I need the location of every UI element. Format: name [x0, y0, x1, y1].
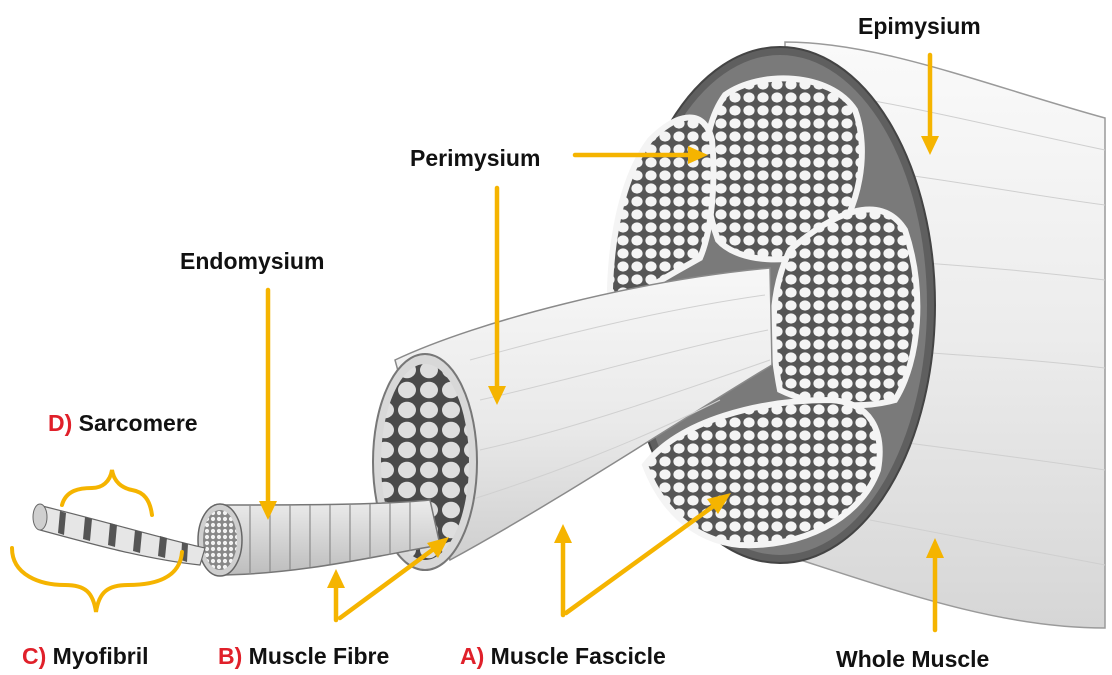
perimysium-label: Perimysium: [410, 147, 540, 170]
sarcomere-label: D) Sarcomere: [48, 412, 198, 435]
muscle-fibre-label: B) Muscle Fibre: [218, 645, 389, 668]
sarcomere-letter: D): [48, 410, 72, 436]
endomysium-arrow: [259, 290, 277, 520]
myofibril-label: C) Myofibril: [22, 645, 149, 668]
muscle-fascicle-label: A) Muscle Fascicle: [460, 645, 666, 668]
muscle-fascicle-text: Muscle Fascicle: [491, 643, 666, 669]
sarcomere-bracket: [62, 470, 152, 515]
myofibril-letter: C): [22, 643, 46, 669]
myofibril-text: Myofibril: [53, 643, 149, 669]
muscle-fascicle-letter: A): [460, 643, 484, 669]
muscle-fibre-letter: B): [218, 643, 242, 669]
muscle-fascicle-arrow: [554, 493, 731, 615]
muscle-fibre-shape: [198, 500, 440, 576]
epimysium-label: Epimysium: [858, 15, 981, 38]
whole-muscle-label: Whole Muscle: [836, 648, 989, 671]
muscle-fibre-text: Muscle Fibre: [249, 643, 390, 669]
endomysium-label: Endomysium: [180, 250, 324, 273]
sarcomere-text: Sarcomere: [79, 410, 198, 436]
myofibril-shape: [33, 504, 205, 565]
